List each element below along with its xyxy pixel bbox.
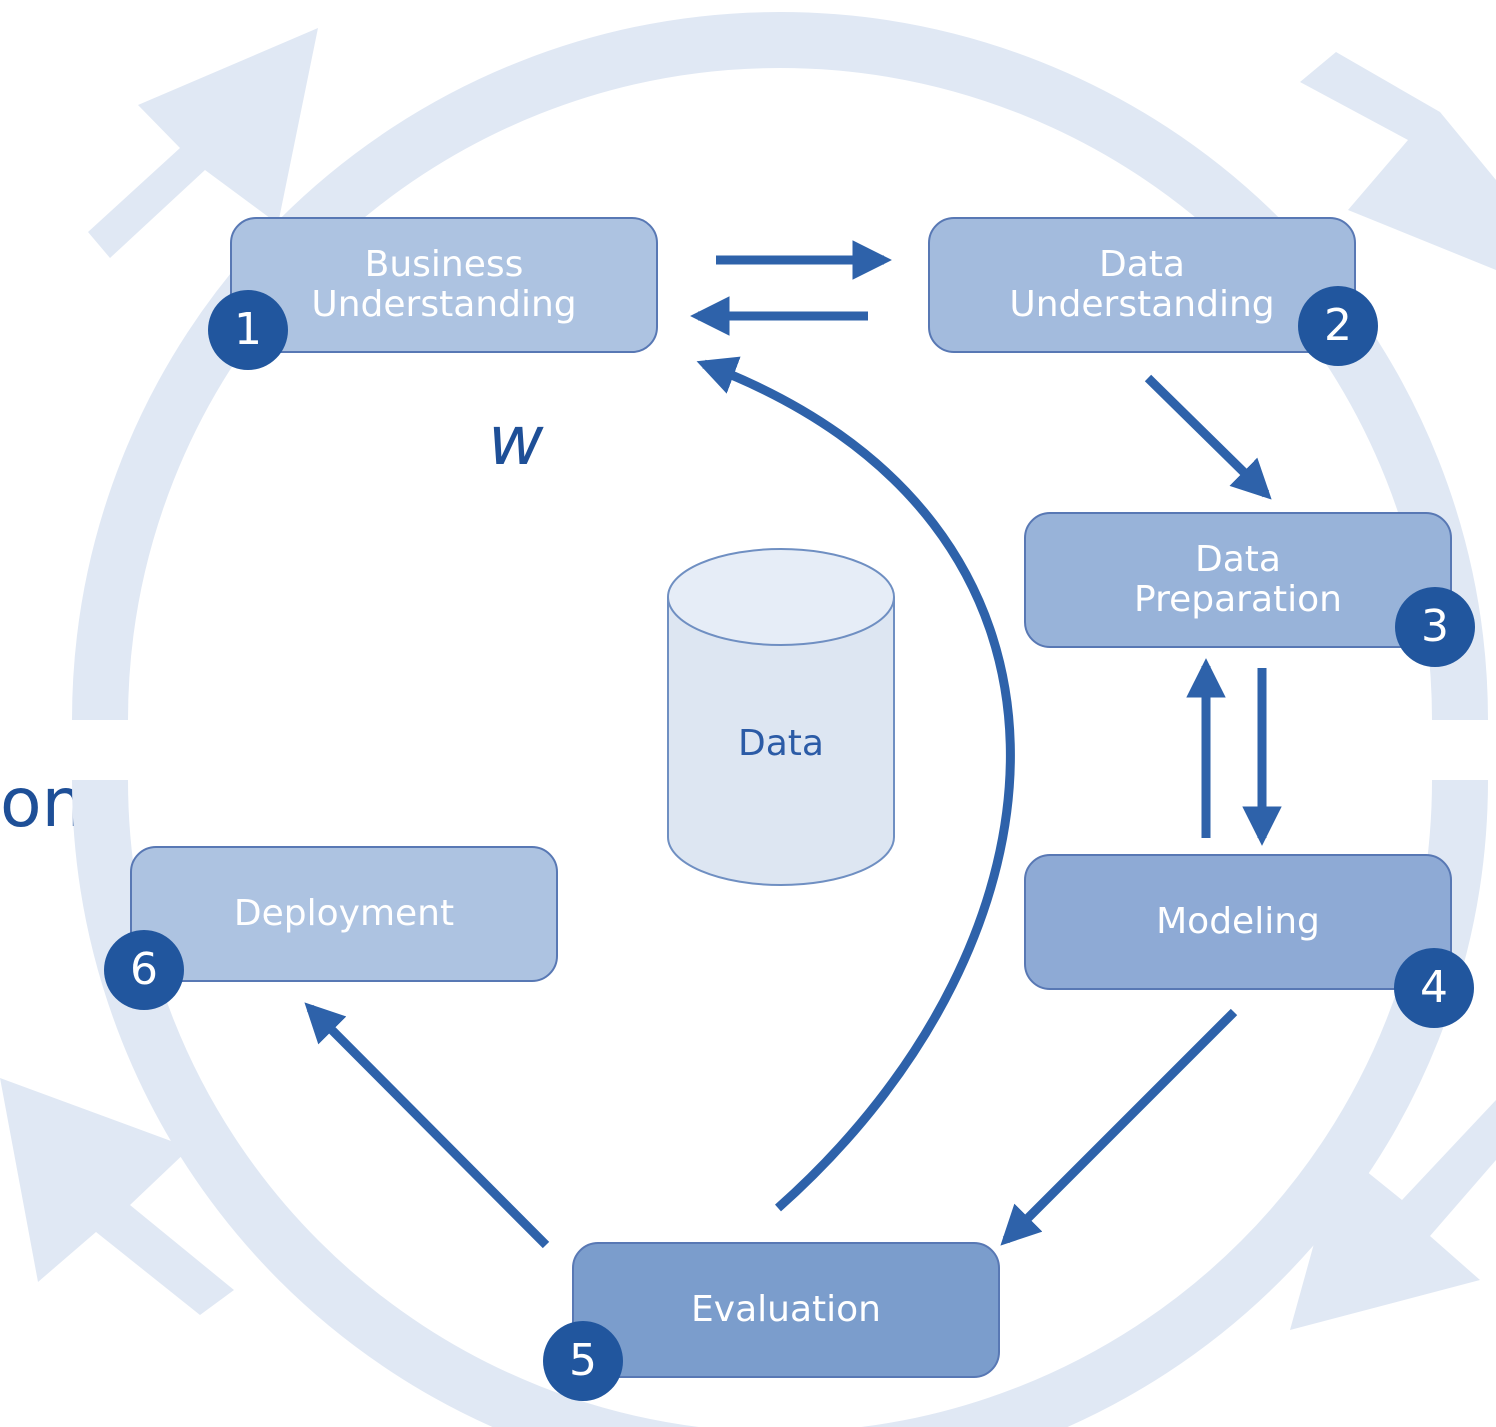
- outer-cycle-arrow: [1300, 52, 1496, 270]
- outer-cycle-arrow: [88, 28, 318, 258]
- arrow-modeling-to-evaluation: [1000, 1008, 1238, 1246]
- phase-number-badge: 4: [1394, 948, 1474, 1028]
- background-text-fragment: w: [488, 402, 544, 481]
- phase-box-data-preparation: Data Preparation: [1024, 512, 1452, 648]
- arrow-evaluation-to-business: [696, 356, 1015, 1212]
- phase-box-evaluation: Evaluation: [572, 1242, 1000, 1378]
- outer-cycle: [0, 12, 1496, 1427]
- outer-cycle-arc: [72, 12, 1488, 721]
- phase-number-badge: 1: [208, 290, 288, 370]
- data-cylinder: [667, 548, 895, 886]
- arrow-data-understanding-to-preparation: [1144, 374, 1272, 500]
- phase-label: Evaluation: [691, 1289, 881, 1330]
- phase-label: Modeling: [1156, 901, 1320, 942]
- background-text-fragment: on: [0, 764, 85, 843]
- phase-label: Deployment: [233, 893, 455, 934]
- phase-box-modeling: Modeling: [1024, 854, 1452, 990]
- outer-cycle-arrow: [0, 1078, 234, 1315]
- phase-label: Business Understanding: [311, 244, 577, 325]
- process-arrows: [304, 240, 1282, 1249]
- arrow-evaluation-to-deployment: [304, 1002, 550, 1249]
- phase-box-data-understanding: Data Understanding: [928, 217, 1356, 353]
- phase-number-badge: 2: [1298, 286, 1378, 366]
- phase-label: Data Understanding: [1009, 244, 1275, 325]
- phase-label: Data Preparation: [1134, 539, 1342, 620]
- data-store-label: Data: [738, 723, 824, 764]
- outer-cycle-arrow: [1290, 1100, 1496, 1330]
- phase-number-badge: 6: [104, 930, 184, 1010]
- outer-cycle-arc: [72, 779, 1488, 1427]
- phase-box-deployment: Deployment: [130, 846, 558, 982]
- phase-number-badge: 3: [1395, 587, 1475, 667]
- phase-number-badge: 5: [543, 1321, 623, 1401]
- phase-box-business-understanding: Business Understanding: [230, 217, 658, 353]
